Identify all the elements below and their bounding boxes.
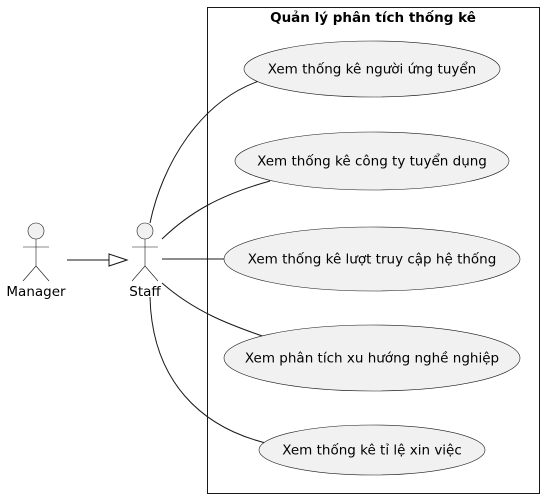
- generalization-manager-staff: [67, 253, 129, 267]
- associations: [149, 79, 271, 445]
- association-staff-uc5: [149, 296, 271, 445]
- use-case-3: Xem thống kê lượt truy cập hệ thống: [223, 226, 521, 292]
- actor-manager-leg-right: [35, 265, 50, 282]
- actor-staff: Staff: [129, 222, 161, 300]
- use-case-1: Xem thống kê người ứng tuyển: [243, 40, 501, 98]
- system-boundary: Quản lý phân tích thống kê: [207, 7, 540, 494]
- use-case-2-ellipse: [234, 131, 510, 191]
- use-case-5: Xem thống kê tỉ lệ xin việc: [258, 424, 486, 476]
- actor-staff-leg-left: [131, 265, 146, 282]
- use-case-2-label: Xem thống kê công ty tuyển dụng: [257, 153, 487, 170]
- actor-staff-label: Staff: [129, 284, 161, 300]
- system-boundary-title: Quản lý phân tích thống kê: [270, 9, 476, 26]
- association-staff-uc1: [149, 79, 263, 224]
- association-staff-uc4: [161, 282, 269, 339]
- use-case-1-label: Xem thống kê người ứng tuyển: [268, 61, 477, 78]
- actor-staff-leg-right: [144, 265, 159, 282]
- system-boundary-box: [207, 7, 540, 494]
- generalization-arrowhead: [108, 253, 129, 267]
- use-case-4-label: Xem phân tích xu hướng nghề nghiệp: [245, 350, 499, 367]
- use-case-5-ellipse: [258, 424, 486, 476]
- actor-staff-head: [136, 222, 154, 240]
- actor-manager: Manager: [6, 222, 66, 300]
- use-case-3-label: Xem thống kê lượt truy cập hệ thống: [248, 251, 497, 268]
- use-case-1-ellipse: [243, 40, 501, 98]
- use-case-5-label: Xem thống kê tỉ lệ xin việc: [282, 442, 462, 459]
- actor-manager-leg-left: [22, 265, 37, 282]
- use-case-2: Xem thống kê công ty tuyển dụng: [234, 131, 510, 191]
- use-case-4: Xem phân tích xu hướng nghề nghiệp: [223, 324, 521, 392]
- actor-manager-label: Manager: [6, 284, 66, 300]
- actor-manager-head: [27, 222, 45, 240]
- association-staff-uc2: [161, 180, 271, 240]
- use-case-4-ellipse: [223, 324, 521, 392]
- use-case-3-ellipse: [223, 226, 521, 292]
